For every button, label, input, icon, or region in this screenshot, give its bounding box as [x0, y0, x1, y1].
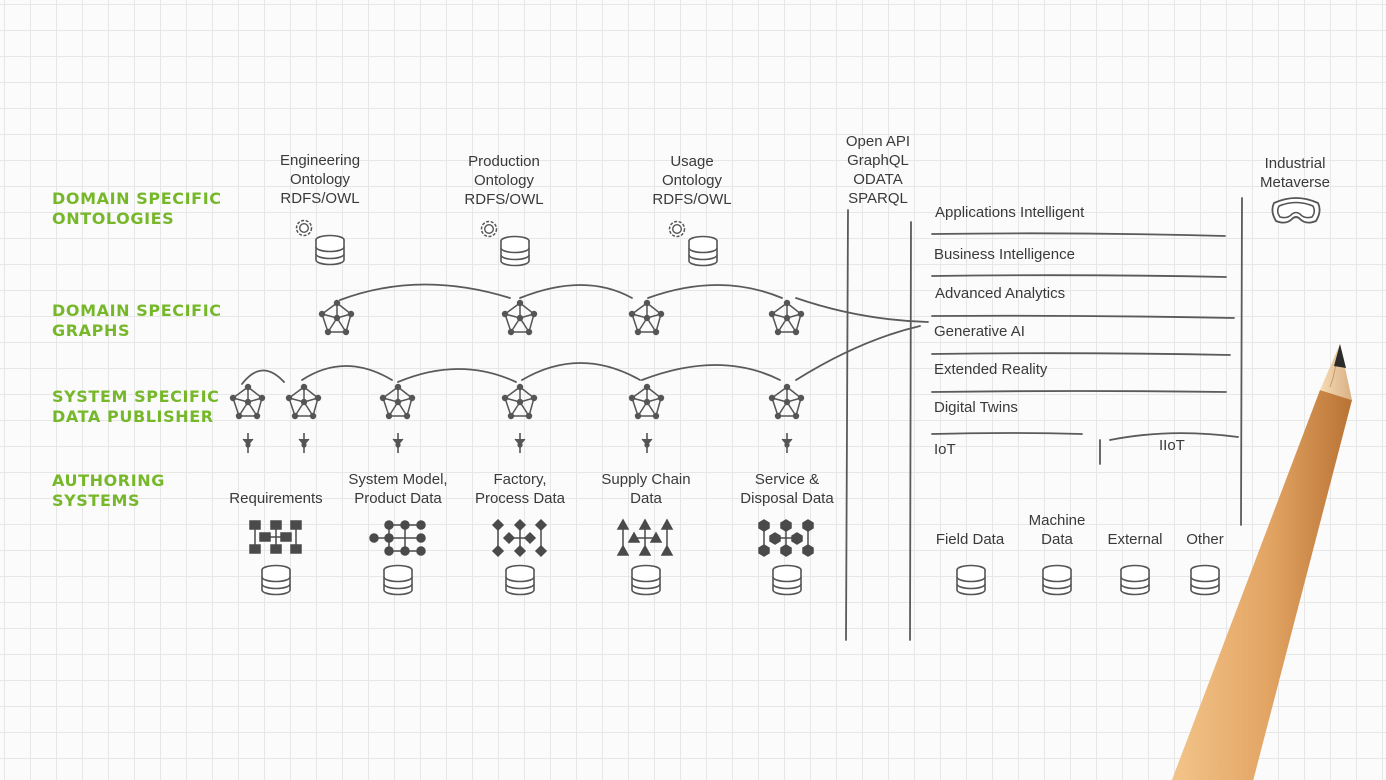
layer-generative-ai: Generative AI [934, 323, 1025, 340]
row-label-authoring: AUTHORING SYSTEMS [52, 471, 165, 510]
ontology-database-icon [295, 219, 345, 266]
publisher-network-icon [628, 383, 665, 420]
layer-business-intelligence: Business Intelligence [934, 246, 1075, 263]
ontology-production-label: Production Ontology RDFS/OWL [464, 153, 544, 208]
database-icon [772, 564, 802, 596]
connector-plug-icon [242, 432, 254, 454]
authoring-factory-label: Factory, Process Data [474, 471, 566, 507]
row-label-ontologies: DOMAIN SPECIFIC ONTOLOGIES [52, 189, 222, 228]
publisher-network-icon [229, 383, 266, 420]
vr-headset-icon [1271, 197, 1321, 224]
layer-iot: IoT [934, 441, 956, 458]
service-disposal-icon [758, 519, 814, 557]
publisher-network-icon [768, 383, 805, 420]
authoring-service-label: Service & Disposal Data [740, 471, 834, 507]
database-icon [956, 564, 986, 596]
database-icon [1042, 564, 1072, 596]
row-label-publisher: SYSTEM SPECIFIC DATA PUBLISHER [52, 387, 220, 426]
database-icon [383, 564, 413, 596]
graph-network-icon [501, 299, 538, 336]
publisher-network-icon [501, 383, 538, 420]
layer-iiot: IIoT [1159, 437, 1185, 454]
connector-plug-icon [514, 432, 526, 454]
database-icon [505, 564, 535, 596]
graph-network-icon [318, 299, 355, 336]
authoring-system-model-label: System Model, Product Data [348, 471, 448, 507]
ontology-database-icon [480, 220, 530, 267]
requirements-block-icon [249, 520, 302, 554]
source-external-label: External [1107, 531, 1163, 548]
authoring-supply-chain-label: Supply Chain Data [601, 471, 691, 507]
api-protocols-label: Open API GraphQL ODATA SPARQL [845, 133, 911, 207]
connector-plug-icon [781, 432, 793, 454]
source-other-label: Other [1186, 531, 1224, 548]
layer-applications-intelligent: Applications Intelligent [935, 204, 1085, 221]
connector-plug-icon [392, 432, 404, 454]
layer-advanced-analytics: Advanced Analytics [935, 285, 1066, 302]
industrial-metaverse-label: Industrial Metaverse [1259, 155, 1331, 191]
ontology-database-icon [668, 220, 718, 267]
source-machine-data-label: Machine Data [1028, 512, 1086, 548]
authoring-requirements-label: Requirements [229, 490, 323, 507]
database-icon [261, 564, 291, 596]
factory-process-icon [491, 518, 548, 558]
graph-network-icon [768, 299, 805, 336]
publisher-network-icon [379, 383, 416, 420]
layer-extended-reality: Extended Reality [934, 361, 1048, 378]
source-field-data-label: Field Data [935, 531, 1005, 548]
connector-plug-icon [641, 432, 653, 454]
ontology-engineering-label: Engineering Ontology RDFS/OWL [279, 152, 361, 207]
database-icon [631, 564, 661, 596]
connector-plug-icon [298, 432, 310, 454]
supply-chain-icon [616, 518, 674, 556]
row-label-graphs: DOMAIN SPECIFIC GRAPHS [52, 301, 222, 340]
layer-digital-twins: Digital Twins [934, 399, 1018, 416]
ontology-usage-label: Usage Ontology RDFS/OWL [652, 153, 732, 208]
publisher-network-icon [285, 383, 322, 420]
system-model-tree-icon [369, 520, 426, 556]
pencil-icon [1171, 344, 1352, 780]
graph-network-icon [628, 299, 665, 336]
